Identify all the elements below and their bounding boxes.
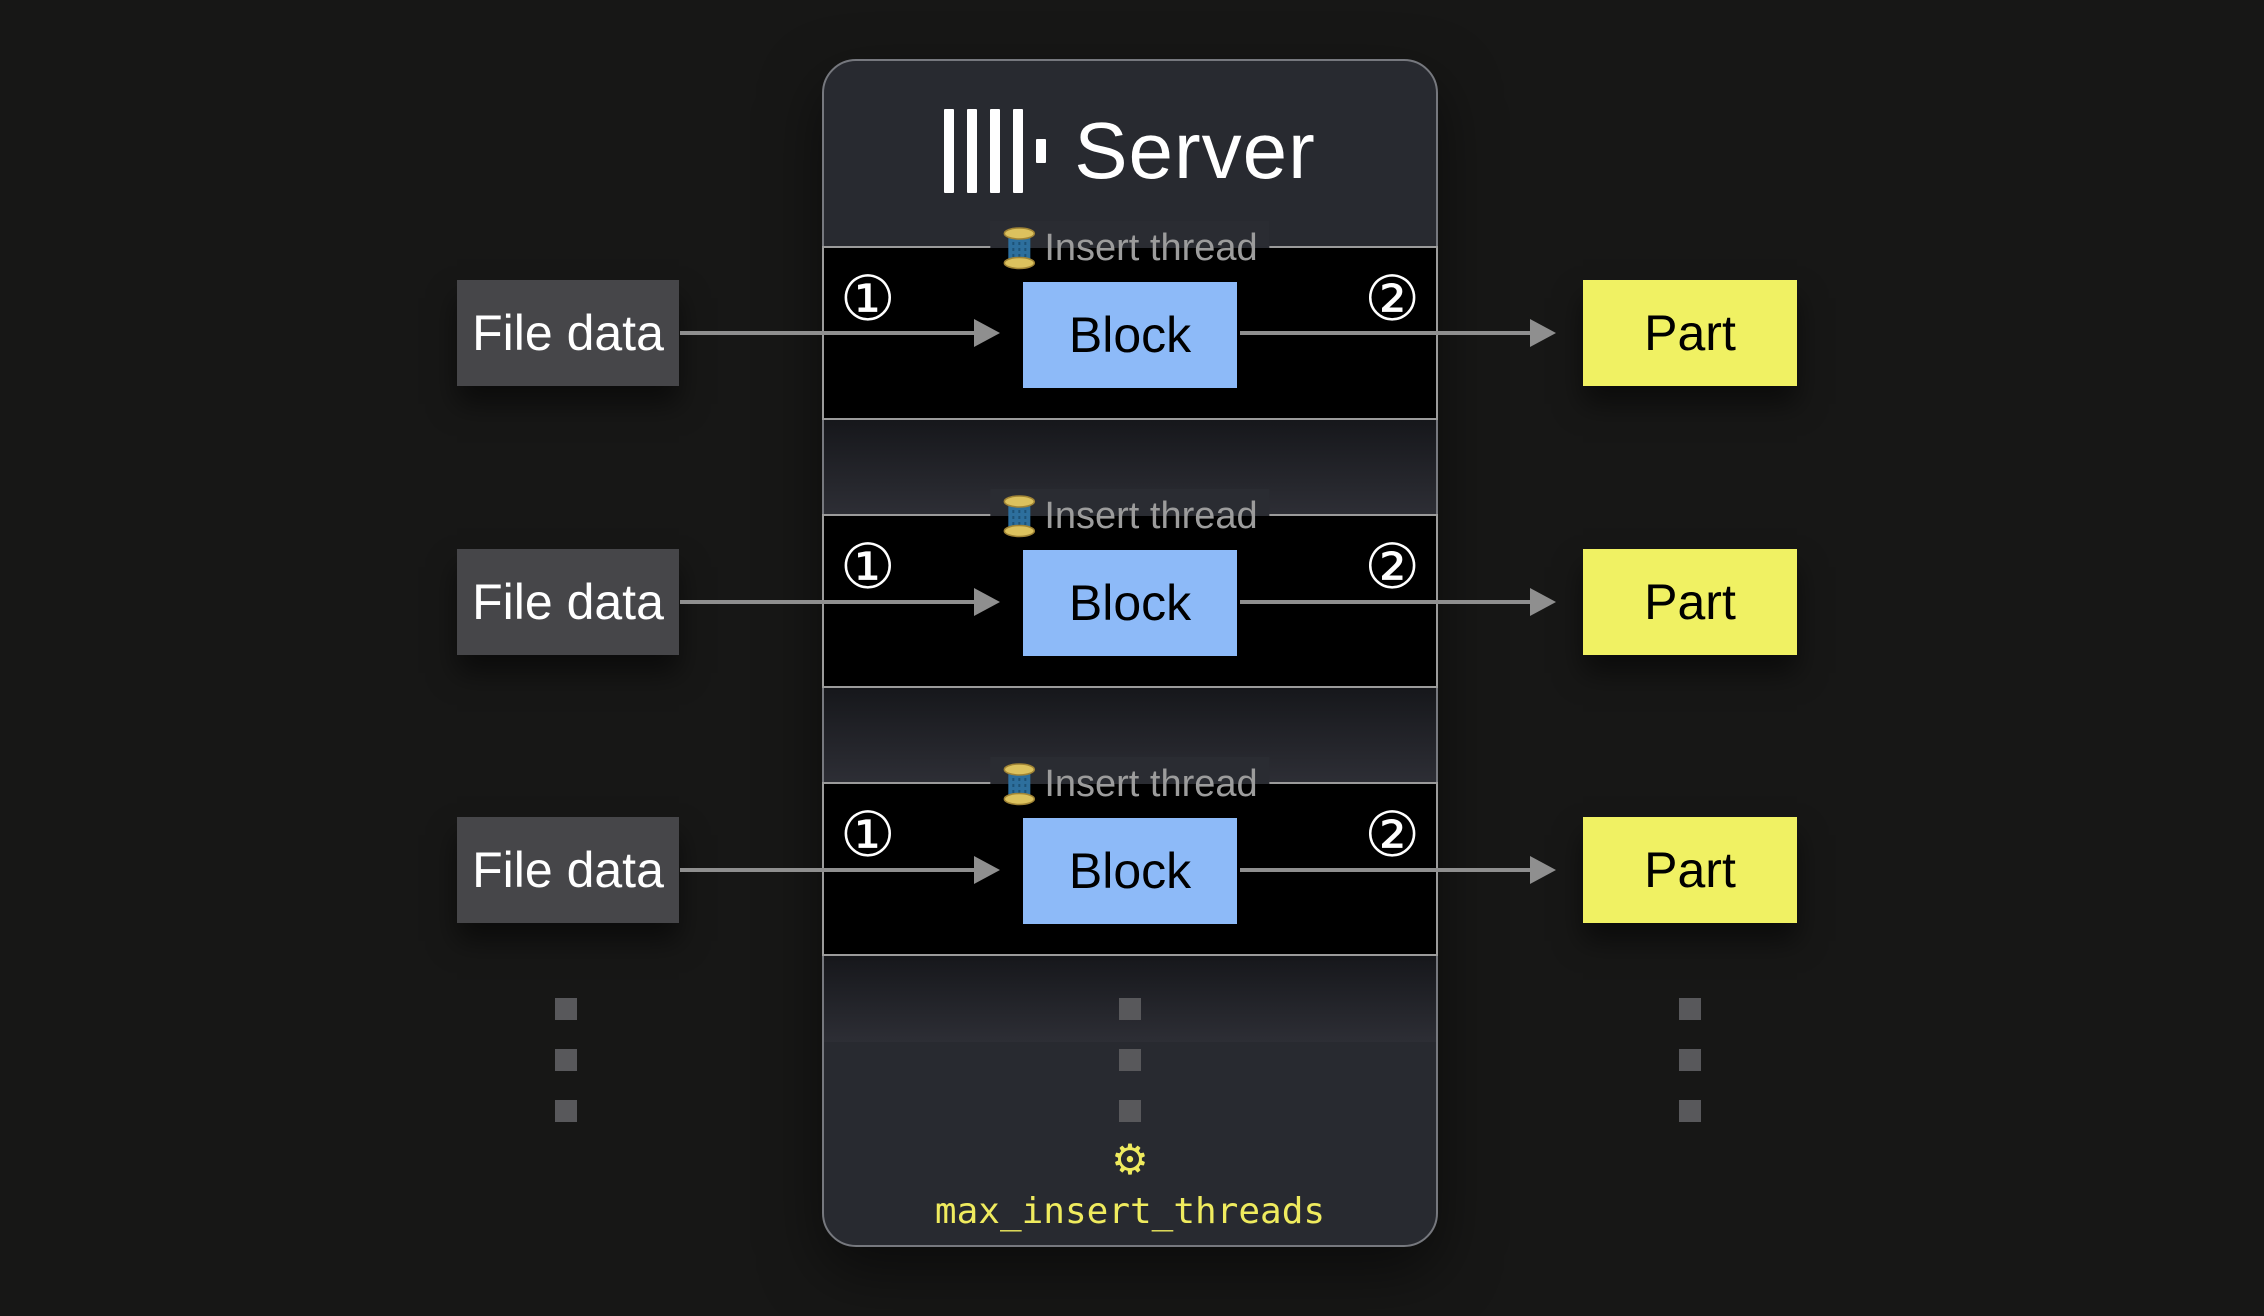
clickhouse-logo-icon (944, 109, 1047, 193)
arrow-file-to-block (680, 318, 1000, 348)
part-box: Part (1583, 817, 1797, 923)
thread-spool-icon (1002, 226, 1036, 270)
insert-thread-label-text: Insert thread (1044, 226, 1258, 269)
block-label: Block (1068, 307, 1192, 363)
part-label: Part (1644, 842, 1736, 898)
file-data-label: File data (472, 574, 664, 630)
arrow-block-to-part (1240, 318, 1556, 348)
arrow-block-to-part (1240, 855, 1556, 885)
block-box: Block (1023, 550, 1237, 656)
file-data-box: File data (457, 280, 679, 386)
server-title-label: Server (1074, 106, 1316, 195)
ellipsis-dots-right (1679, 998, 1701, 1122)
insert-thread-row: Insert thread ① Block ② (822, 221, 1438, 420)
block-box: Block (1023, 818, 1237, 924)
step-2-badge: ② (1364, 798, 1420, 871)
arrowhead-icon (974, 856, 1000, 884)
arrowhead-icon (1530, 588, 1556, 616)
part-box: Part (1583, 549, 1797, 655)
ellipsis-dots-server (1119, 998, 1141, 1122)
file-data-box: File data (457, 817, 679, 923)
arrowhead-icon (1530, 319, 1556, 347)
step-1-badge: ① (840, 798, 896, 871)
block-label: Block (1068, 843, 1192, 899)
block-box: Block (1023, 282, 1237, 388)
step-2-badge: ② (1364, 530, 1420, 603)
step-1-badge: ① (840, 262, 896, 335)
arrow-file-to-block (680, 855, 1000, 885)
thread-spool-icon (1002, 494, 1036, 538)
part-label: Part (1644, 305, 1736, 361)
max-insert-threads-label: max_insert_threads (934, 1191, 1326, 1232)
arrowhead-icon (974, 588, 1000, 616)
file-data-label: File data (472, 305, 664, 361)
file-data-label: File data (472, 842, 664, 898)
arrowhead-icon (1530, 856, 1556, 884)
insert-thread-label: Insert thread (990, 757, 1270, 811)
arrow-block-to-part (1240, 587, 1556, 617)
insert-thread-label-text: Insert thread (1044, 494, 1258, 537)
insert-thread-label-text: Insert thread (1044, 762, 1258, 805)
arrow-file-to-block (680, 587, 1000, 617)
arrowhead-icon (974, 319, 1000, 347)
insert-thread-label: Insert thread (990, 221, 1270, 275)
step-1-badge: ① (840, 530, 896, 603)
step-2-badge: ② (1364, 262, 1420, 335)
insert-thread-label: Insert thread (990, 489, 1270, 543)
part-label: Part (1644, 574, 1736, 630)
block-label: Block (1068, 575, 1192, 631)
thread-spool-icon (1002, 762, 1036, 806)
file-data-box: File data (457, 549, 679, 655)
part-box: Part (1583, 280, 1797, 386)
ellipsis-dots-left (555, 998, 577, 1122)
gear-icon: ⚙ (1111, 1135, 1149, 1184)
server-title: Server (824, 91, 1436, 211)
